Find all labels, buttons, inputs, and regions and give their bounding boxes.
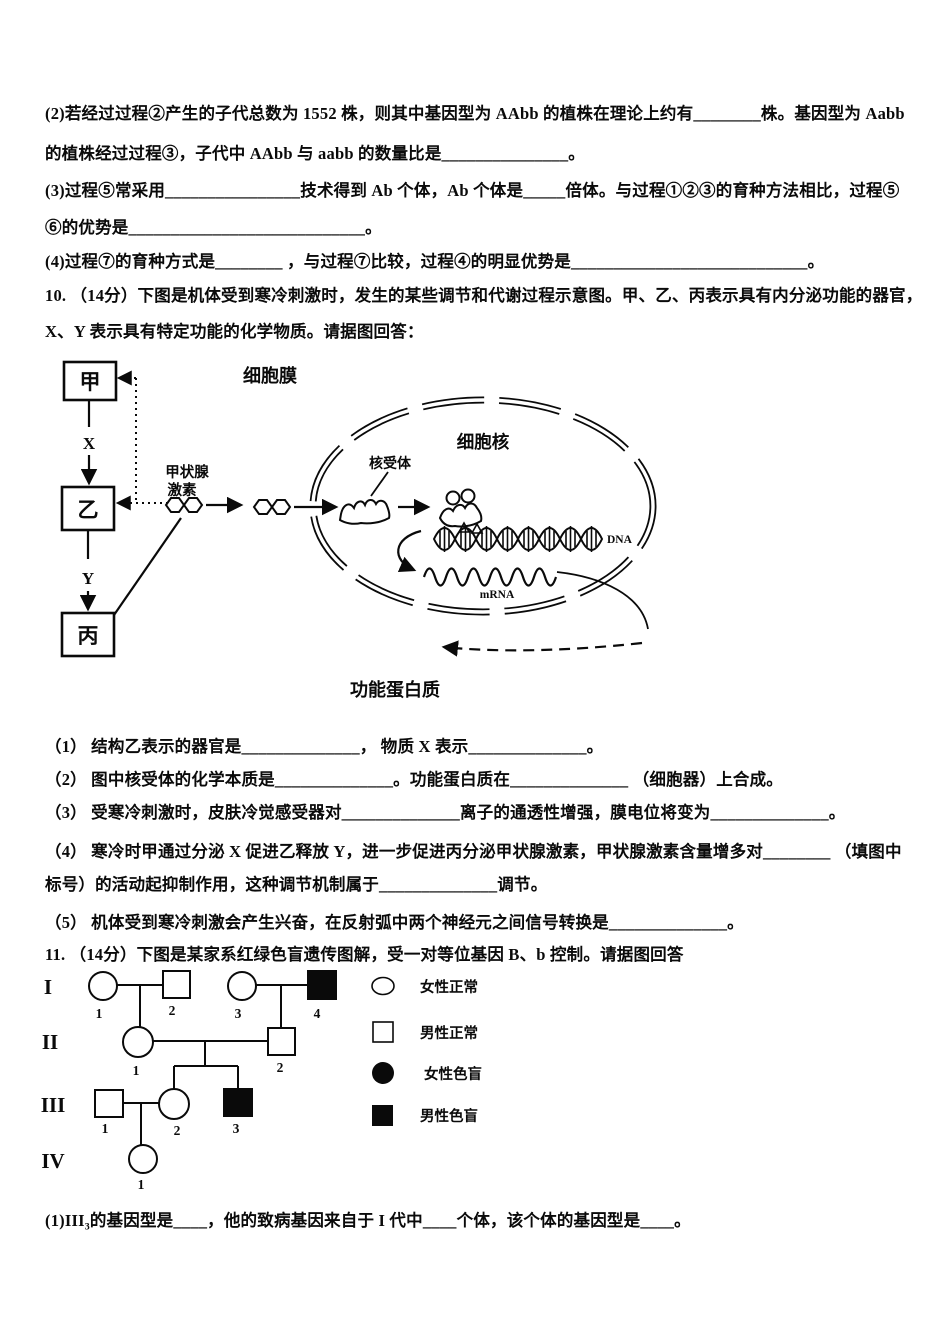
legend-male-normal-label: 男性正常 (420, 1024, 478, 1042)
mrna-export-line (556, 571, 649, 630)
pedigree-III1-male-normal (94, 1089, 124, 1118)
pedigree-IV1-female-normal (128, 1144, 158, 1174)
organ-yi-label: 乙 (78, 498, 99, 522)
pedigree-I1-female-normal (88, 971, 118, 1001)
pedigree-II1-female-normal (122, 1026, 154, 1058)
q10-sub-5: （5） 机体受到寒冷刺激会产生兴奋，在反射弧中两个神经元之间信号转换是_____… (45, 913, 744, 932)
legend-male-affected-icon (372, 1105, 393, 1126)
legend-male-normal-icon (372, 1021, 394, 1043)
q10-sub-3: （3） 受寒冷刺激时，皮肤冷觉感受器对______________离子的通透性增… (45, 803, 846, 822)
pedigree-II2-male-normal (267, 1027, 296, 1056)
q10-sub-4a: （4） 寒冷时甲通过分泌 X 促进乙释放 Y，进一步促进丙分泌甲状腺激素，甲状腺… (45, 842, 902, 861)
pedigree-I2-male-normal (162, 970, 191, 999)
pedigree-IV1-number: 1 (138, 1177, 145, 1192)
q11-sub-1: (1)III₃的基因型是____，他的致病基因来自于 I 代中____个体，该个… (45, 1211, 691, 1230)
thyroid-hormone-label-line2: 激素 (168, 481, 197, 499)
line-bing-secretes-hormone (113, 517, 182, 616)
pedigree-I3-female-normal (227, 971, 257, 1001)
q9-line-4: ⑥的优势是____________________________。 (45, 218, 382, 237)
pedigree-legend: 女性正常 男性正常 女性色盲 男性色盲 (371, 976, 482, 1126)
pedigree-I2-number: 2 (169, 1003, 176, 1018)
pedigree-III1-number: 1 (102, 1121, 109, 1136)
pedigree-I1-number: 1 (96, 1006, 103, 1021)
pedigree-III3-male-affected (223, 1088, 253, 1117)
arrow-jia-to-yi: X (80, 400, 98, 486)
pedigree-I4-number: 4 (314, 1006, 321, 1021)
q9-line-2: 的植株经过过程③，子代中 AAbb 与 aabb 的数量比是__________… (45, 144, 585, 163)
pedigree-II2-number: 2 (277, 1060, 284, 1075)
pedigree-II1-number: 1 (133, 1063, 140, 1078)
q10-header-line-2: X、Y 表示具有特定功能的化学物质。请据图回答： (45, 322, 424, 341)
organ-box-jia: 甲 (62, 360, 118, 402)
pedigree-lines (117, 984, 307, 1145)
pedigree-III2-female-normal (158, 1088, 190, 1120)
thyroid-hormone-molecules (164, 497, 292, 515)
arrow-yi-to-bing: Y (79, 530, 97, 612)
pedigree-III3-number: 3 (233, 1121, 240, 1136)
generation-label-2: II (42, 1030, 58, 1054)
nuclear-receptor-pointer (370, 471, 389, 497)
mrna-label: mRNA (480, 589, 515, 601)
dna-label: DNA (607, 534, 633, 546)
mrna-wave: mRNA (422, 567, 558, 601)
generation-label-4: IV (41, 1149, 64, 1173)
generation-label-1: I (44, 975, 52, 999)
legend-female-affected-label: 女性色盲 (424, 1065, 482, 1083)
pedigree-I4-male-affected (307, 970, 337, 1000)
legend-female-normal-icon (371, 976, 395, 996)
arrow-translation-dashed (441, 640, 643, 657)
pedigree-chart: I II III IV 1 2 3 4 1 2 1 2 3 1 女性正常 (41, 970, 482, 1192)
generation-label-3: III (41, 1093, 66, 1117)
legend-female-normal-label: 女性正常 (420, 978, 478, 996)
q10-header-line-1: 10. （14分）下图是机体受到寒冷刺激时，发生的某些调节和代谢过程示意图。甲、… (45, 286, 923, 305)
q9-line-3: (3)过程⑤常采用________________技术得到 Ab 个体，Ab 个… (45, 181, 900, 200)
nuclear-receptor-shape (338, 499, 391, 525)
legend-male-affected-label: 男性色盲 (420, 1107, 478, 1125)
hormone-receptor-complex (438, 488, 484, 534)
functional-protein-label: 功能蛋白质 (350, 679, 440, 700)
hormone-regulation-diagram: 甲 乙 丙 X Y 甲状腺 激素 细胞膜 细胞核 核受体 (60, 360, 657, 700)
nuclear-receptor-label: 核受体 (369, 455, 412, 472)
q10-sub-1: （1） 结构乙表示的器官是______________， 物质 X 表示____… (45, 737, 604, 756)
arrow-transcription (397, 529, 422, 572)
feedback-dotted-lines (115, 370, 168, 511)
substance-y-label: Y (82, 569, 94, 588)
cell-membrane-label: 细胞膜 (243, 365, 297, 386)
organ-box-bing: 丙 (60, 611, 116, 658)
nucleus-label: 细胞核 (457, 432, 510, 452)
pedigree-III2-number: 2 (174, 1123, 181, 1138)
pedigree-I3-number: 3 (235, 1006, 242, 1021)
substance-x-label: X (83, 434, 96, 453)
q11-header: 11. （14分）下图是某家系红绿色盲遗传图解，受一对等位基因 B、b 控制。请… (45, 945, 684, 964)
organ-bing-label: 丙 (78, 624, 99, 648)
organ-box-yi: 乙 (60, 485, 116, 532)
thyroid-hormone-label-line1: 甲状腺 (165, 463, 209, 481)
q9-line-5: (4)过程⑦的育种方式是________ ，与过程⑦比较，过程④的明显优势是__… (45, 252, 825, 271)
dna-helix: DNA (432, 526, 633, 552)
organ-jia-label: 甲 (80, 370, 101, 394)
legend-female-affected-icon (372, 1062, 394, 1084)
q10-sub-4b: 标号）的活动起抑制作用，这种调节机制属于______________调节。 (45, 875, 548, 894)
q10-sub-2: （2） 图中核受体的化学本质是______________。功能蛋白质在____… (45, 770, 783, 789)
q9-line-1: (2)若经过过程②产生的子代总数为 1552 株，则其中基因型为 AAbb 的植… (45, 104, 905, 123)
